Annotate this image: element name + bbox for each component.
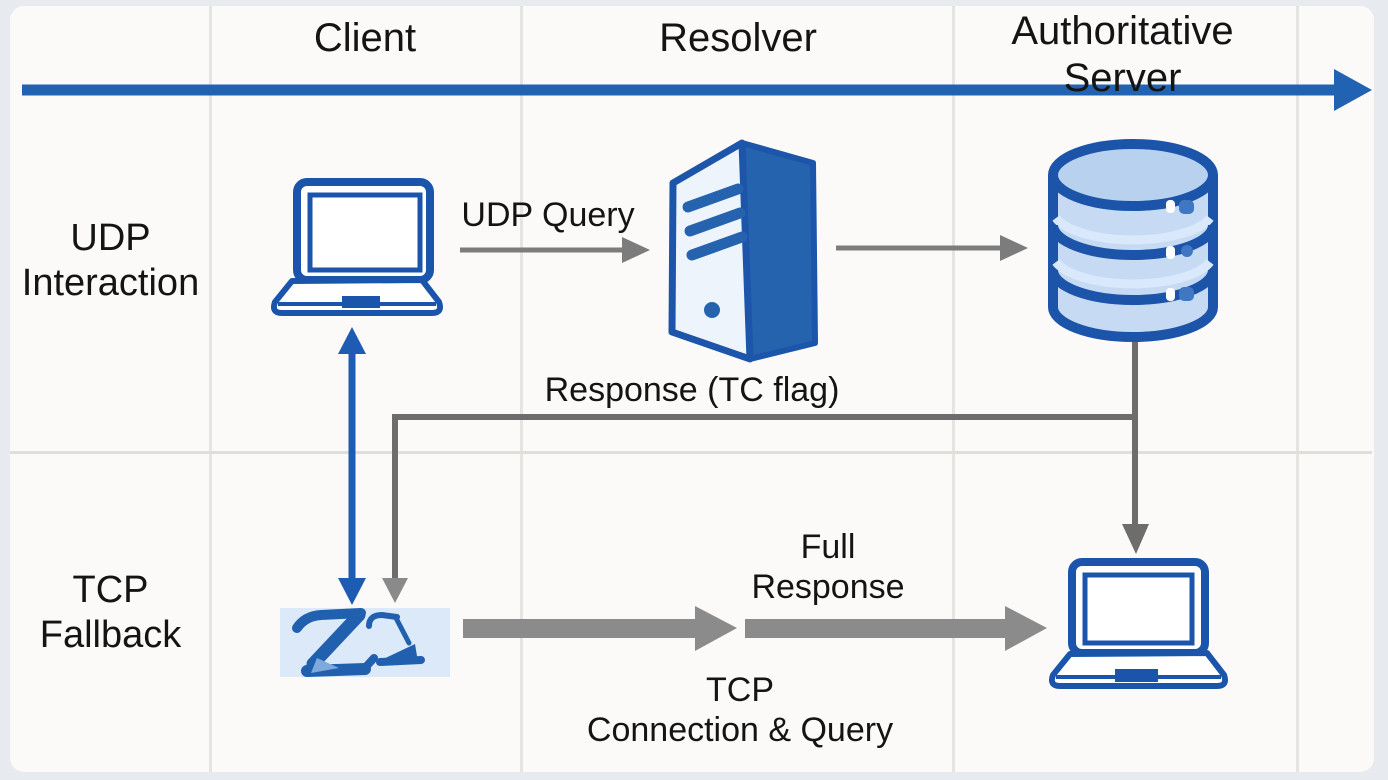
flow-label-line-1: Full — [800, 528, 856, 566]
grid-column-divider-4 — [1296, 6, 1299, 772]
header-line-2: Server — [1063, 56, 1182, 101]
tcp-laptop-icon — [1040, 520, 1280, 720]
flow-label-line-2: Response — [751, 568, 905, 607]
authoritative-database-icon — [1040, 130, 1240, 360]
row-label-tcp-fallback: TCP Fallback — [18, 568, 203, 658]
udp-query-label: UDP Query — [461, 196, 635, 234]
full-response-label: Full Response — [728, 527, 928, 607]
column-header-authoritative-server: Authoritative Server — [1000, 8, 1245, 102]
grid-column-divider-3 — [952, 6, 955, 772]
grid-column-divider-1 — [209, 6, 212, 772]
grid-row-divider — [10, 451, 1372, 454]
flow-label-line-1: TCP — [706, 671, 774, 709]
row-label-line-1: UDP — [70, 217, 151, 259]
row-label-udp-interaction: UDP Interaction — [18, 216, 203, 306]
row-label-line-2: Interaction — [21, 261, 200, 304]
resolver-server-tower-icon — [640, 130, 840, 370]
row-label-line-2: Fallback — [39, 613, 182, 656]
column-header-resolver: Resolver — [659, 16, 817, 60]
tcp-connection-query-label: TCP Connection & Query — [540, 670, 940, 750]
column-header-client: Client — [313, 16, 417, 60]
response-tc-flag-label: Response (TC flag) — [544, 371, 840, 409]
grid-column-divider-2 — [520, 6, 523, 772]
tcp-client-swan-glyph-icon — [265, 590, 475, 700]
client-laptop-icon — [260, 150, 480, 340]
header-line-1: Authoritative — [1011, 9, 1234, 53]
row-label-line-1: TCP — [72, 569, 149, 611]
flow-label-line-2: Connection & Query — [586, 711, 894, 750]
